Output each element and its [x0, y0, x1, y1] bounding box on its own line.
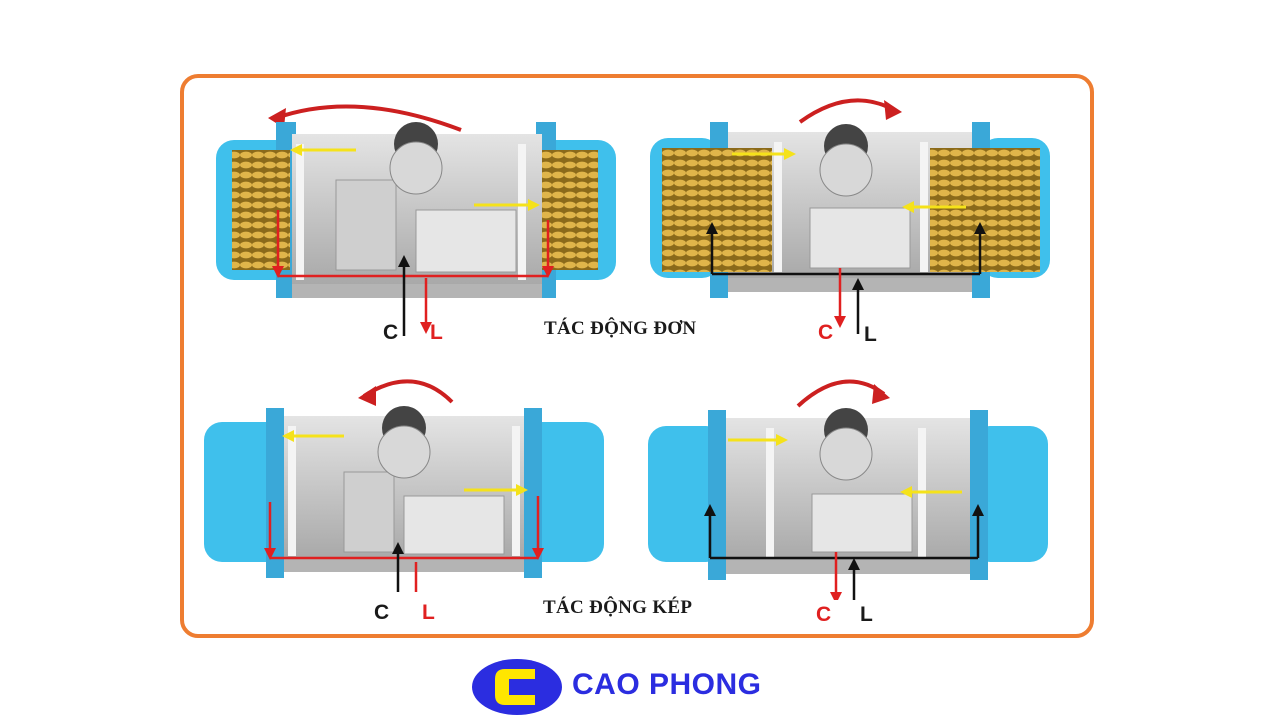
label-c: C [374, 601, 390, 624]
cao-phong-logo [472, 659, 562, 715]
label-l: L [864, 323, 877, 346]
caption-single-acting: TÁC ĐỘNG ĐƠN [544, 318, 697, 339]
label-c: C [816, 603, 832, 626]
label-l: L [422, 601, 435, 624]
spring [232, 150, 290, 270]
label-c: C [818, 321, 834, 344]
actuator-single-cw [650, 98, 1050, 334]
rotation-arrow [275, 104, 462, 132]
actuator-single-ccw [216, 104, 616, 336]
logo-text: CAO PHONG [572, 668, 762, 701]
spring [540, 150, 598, 270]
label-l: L [430, 321, 443, 344]
caption-double-acting: TÁC ĐỘNG KÉP [543, 597, 693, 618]
label-l: L [860, 603, 873, 626]
label-c: C [383, 321, 399, 344]
actuator-double-ccw [204, 379, 604, 592]
actuator-double-cw [648, 379, 1048, 600]
